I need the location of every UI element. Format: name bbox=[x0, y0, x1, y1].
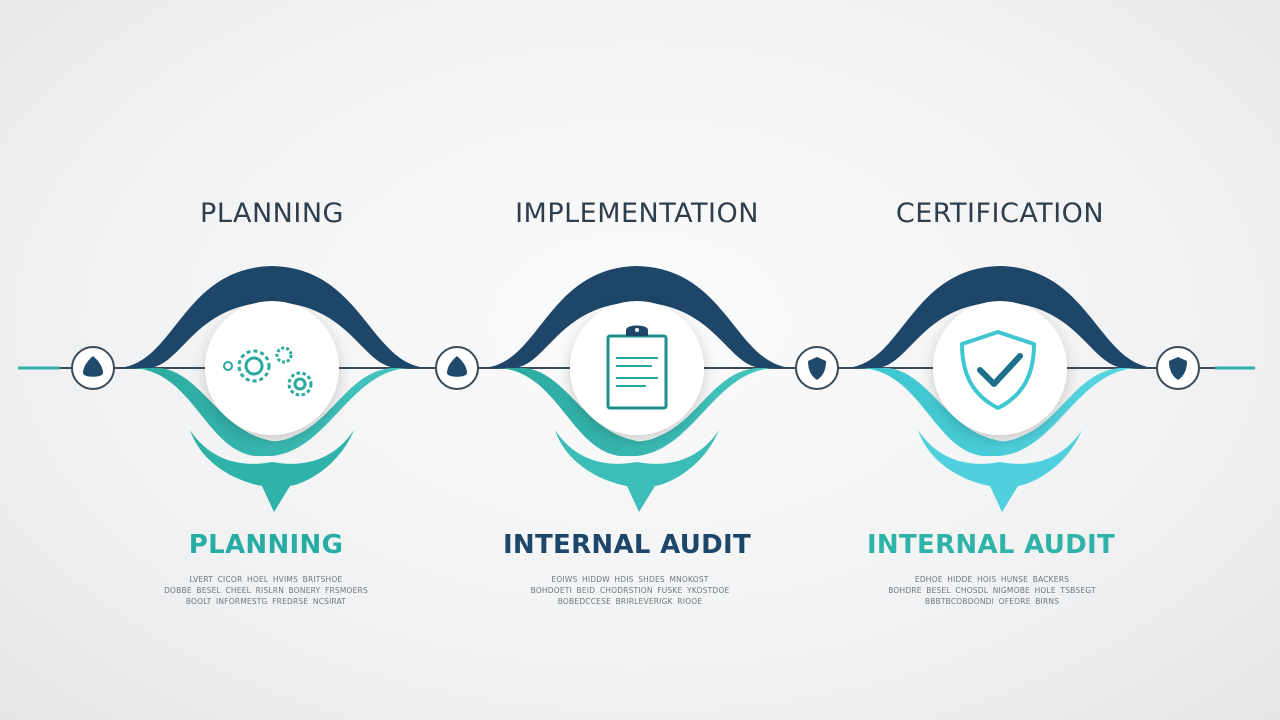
step-1-pointer bbox=[190, 430, 354, 512]
step-3-desc-line: BBBTBCOBDONDI OFEORE BIRNS bbox=[924, 597, 1060, 606]
step-1-description: LVERT CICOR HOEL HVIMS BRITSHOE DOBBE BE… bbox=[116, 574, 416, 607]
step-1-desc-line: BOOLT INFORMESTG FREDRSE NCSIRAT bbox=[185, 597, 347, 606]
timeline-node-4 bbox=[1156, 346, 1200, 390]
step-2-desc-line: EOIWS HIDDW HDIS SHDES MNOKOST bbox=[551, 575, 709, 584]
step-2-top-title: IMPLEMENTATION bbox=[515, 198, 759, 229]
step-3-shape bbox=[843, 266, 1158, 512]
step-3-bottom-title: INTERNAL AUDIT bbox=[866, 530, 1116, 560]
step-1-navy-arc bbox=[115, 266, 430, 368]
step-2-description: EOIWS HIDDW HDIS SHDES MNOKOST BOHDOETI … bbox=[480, 574, 780, 607]
step-2-navy-arc bbox=[480, 266, 795, 368]
step-2-desc-line: BOHDOETI BEID CHODRSTION FUSKE YKOSTDOE bbox=[530, 586, 730, 595]
step-1-desc-line: DOBBE BESEL CHEEL RISLRN BONERY FRSMOERS bbox=[164, 586, 368, 595]
step-2-shape bbox=[480, 266, 795, 512]
step-1-circle bbox=[205, 301, 339, 435]
step-2-bottom-title: INTERNAL AUDIT bbox=[502, 530, 752, 560]
step-3-pointer bbox=[918, 430, 1082, 512]
step-3-top-title: CERTIFICATION bbox=[895, 198, 1105, 229]
shield-check-icon bbox=[960, 330, 1036, 410]
timeline-node-2 bbox=[435, 346, 479, 390]
step-3-desc-line: BOHDRE BESEL CHOSDL NIGMOBE HOLE TSBSEGT bbox=[888, 586, 1096, 595]
clipboard-icon bbox=[606, 325, 668, 410]
step-1-desc-line: LVERT CICOR HOEL HVIMS BRITSHOE bbox=[189, 575, 343, 584]
gears-icon bbox=[223, 346, 313, 397]
step-3-desc-line: EDHOE HIDDE HOIS HUNSE BACKERS bbox=[914, 575, 1070, 584]
step-1-bottom-title: PLANNING bbox=[188, 530, 344, 560]
step-1-top-title: PLANNING bbox=[200, 198, 344, 229]
step-3-navy-arc bbox=[843, 266, 1158, 368]
timeline-node-1 bbox=[71, 346, 115, 390]
step-1-shape bbox=[115, 266, 430, 512]
step-3-description: EDHOE HIDDE HOIS HUNSE BACKERS BOHDRE BE… bbox=[842, 574, 1142, 607]
timeline-node-3 bbox=[795, 346, 839, 390]
step-2-pointer bbox=[555, 430, 719, 512]
step-2-desc-line: BOBEDCCESE BRIRLEVERIGK RIOOE bbox=[557, 597, 703, 606]
step-3-circle bbox=[933, 301, 1067, 435]
